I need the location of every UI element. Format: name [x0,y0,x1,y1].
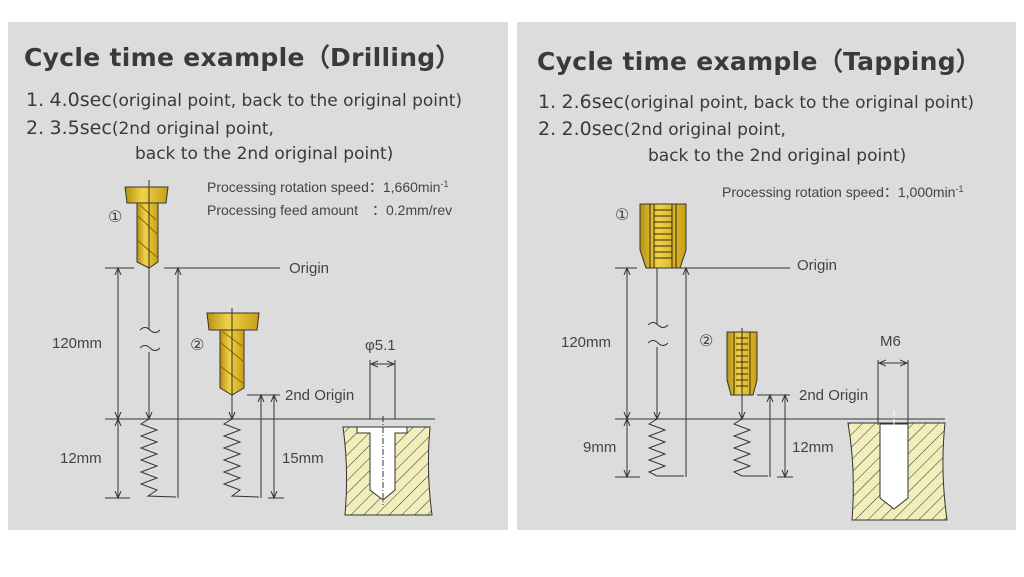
drilling-step-2: ② [190,337,204,354]
feed-spring-2 [222,418,260,498]
tap-1-icon [639,203,687,269]
tapping-item-2: 2. 2.0sec(2nd original point, [538,118,786,140]
drill-diameter-label: φ5.1 [365,337,396,354]
tapping-depth-1-label: 9mm [583,439,616,456]
drilling-item-1: 1. 4.0sec(original point, back to the or… [26,89,463,111]
tapping-2nd-origin-label: 2nd Origin [799,387,868,404]
drilling-item-2: 2. 3.5sec(2nd original point, [26,117,274,139]
tapping-origin-label: Origin [797,257,837,274]
tapping-param-speed: Processing rotation speed：1,000min-1 [722,184,963,200]
feed-spring-3 [647,418,684,477]
drilling-distance-label: 120mm [52,335,102,352]
tapping-step-2: ② [699,333,713,350]
tapping-title: Cycle time example（Tapping） [537,47,982,76]
drilling-param-feed: Processing feed amount ：0.2mm/rev [207,202,452,218]
tapping-distance-label: 120mm [561,334,611,351]
tapping-depth-2-label: 12mm [792,439,834,456]
tapped-workpiece [847,410,948,521]
drilling-title: Cycle time example（Drilling） [24,43,461,72]
tapping-item-1: 1. 2.6sec(original point, back to the or… [538,91,975,113]
drilling-param-speed: Processing rotation speed：1,660min-1 [207,179,448,195]
drilling-2nd-origin-label: 2nd Origin [285,387,354,404]
drill-1-icon [124,186,169,269]
drilling-item-2-cont: back to the 2nd original point) [135,144,394,164]
drilling-depth-2-label: 15mm [282,450,324,467]
drilling-step-1: ① [108,209,122,226]
tapping-step-1: ① [615,207,629,224]
feed-spring-4 [732,418,768,477]
drilling-origin-label: Origin [289,260,329,277]
drill-2-icon [206,312,260,396]
drilled-workpiece [342,416,433,516]
drilling-depth-1-label: 12mm [60,450,102,467]
feed-spring-1 [139,418,177,498]
thread-size-label: M6 [880,333,901,350]
tapping-item-2-cont: back to the 2nd original point) [648,146,907,166]
